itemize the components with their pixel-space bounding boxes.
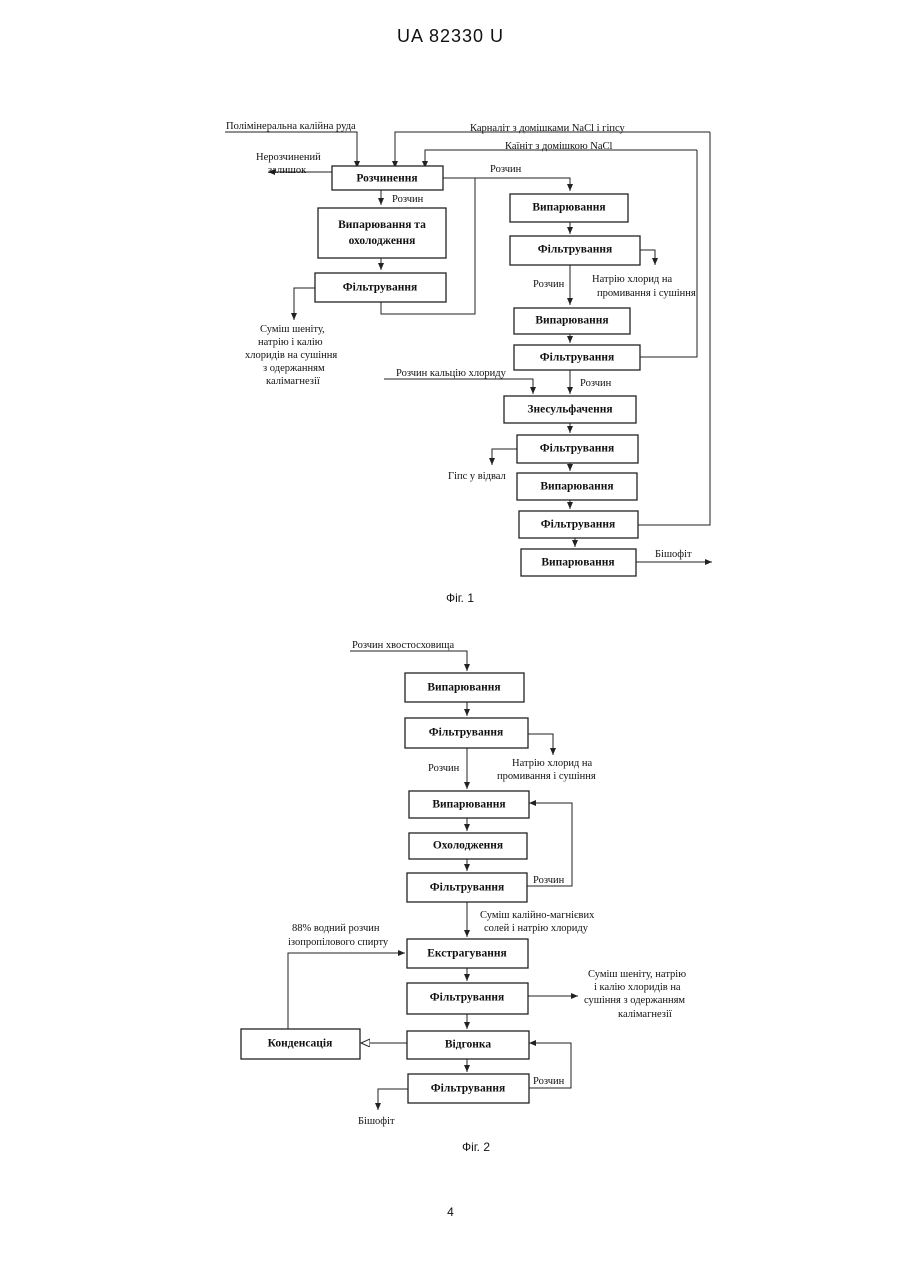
fig1-label-ore: Полімінеральна калійна руда <box>226 121 356 132</box>
fig2-box-filtration-1: Фільтрування <box>405 718 528 748</box>
fig1-box-filtration-1: Фільтрування <box>510 236 640 265</box>
svg-text:Охолодження: Охолодження <box>433 840 503 852</box>
fig1-box-evaporation-2: Випарювання <box>514 308 630 334</box>
svg-text:Випарювання: Випарювання <box>532 202 605 214</box>
svg-text:Фільтрування: Фільтрування <box>343 282 417 294</box>
fig2-label-solution-1: Розчин <box>428 763 460 774</box>
fig2-label-mix-3: сушіння з одержанням <box>584 995 685 1006</box>
fig2-label-tailings: Розчин хвостосховища <box>352 640 454 651</box>
page-number: 4 <box>0 1205 901 1219</box>
fig1-label-nacl-1: Натрію хлорид на <box>592 274 673 285</box>
svg-text:Випарювання: Випарювання <box>427 682 500 694</box>
fig2-label-nacl-2: промивання і сушіння <box>497 771 596 782</box>
fig2-label-ipa-1: 88% водний розчин <box>292 923 380 934</box>
fig2-box-extraction: Екстрагування <box>407 939 528 968</box>
fig2-label-nacl-1: Натрію хлорид на <box>512 758 593 769</box>
fig1-label-residue-1: Нерозчинений <box>256 152 321 163</box>
svg-text:Випарювання: Випарювання <box>540 481 613 493</box>
fig1-label-bischofite: Бішофіт <box>655 549 692 560</box>
fig2-box-evaporation-1: Випарювання <box>405 673 524 702</box>
fig1-box-dissolution: Розчинення <box>332 166 443 190</box>
figure-1: Розчинення Випарювання таохолодження Філ… <box>225 121 712 576</box>
fig2-box-evaporation-2: Випарювання <box>409 791 529 818</box>
svg-text:Фільтрування: Фільтрування <box>430 992 504 1004</box>
svg-text:Конденсація: Конденсація <box>268 1038 333 1050</box>
fig1-box-desulfation: Знесульфачення <box>504 396 636 423</box>
fig2-box-filtration-3: Фільтрування <box>407 983 528 1014</box>
figure-2: Випарювання Фільтрування Випарювання Охо… <box>241 640 686 1127</box>
svg-text:Знесульфачення: Знесульфачення <box>527 404 612 416</box>
fig1-box-filtration-left: Фільтрування <box>315 273 446 302</box>
fig1-label-cacl: Розчин кальцію хлориду <box>396 368 507 379</box>
svg-text:Фільтрування: Фільтрування <box>429 727 503 739</box>
fig2-label-solution-3: Розчин <box>533 1076 565 1087</box>
fig1-label-kainite: Каїніт з домішкою NaCl <box>505 141 613 152</box>
fig1-label-solution-top: Розчин <box>490 164 522 175</box>
fig1-box-evaporation-cooling: Випарювання таохолодження <box>318 208 446 258</box>
svg-text:Випарювання: Випарювання <box>432 799 505 811</box>
svg-text:Відгонка: Відгонка <box>445 1039 491 1051</box>
fig1-label-solution-left: Розчин <box>392 194 424 205</box>
fig1-label-mix-1: Суміш шеніту, <box>260 324 325 335</box>
svg-text:Фільтрування: Фільтрування <box>538 244 612 256</box>
svg-text:Фільтрування: Фільтрування <box>540 443 614 455</box>
svg-text:Фільтрування: Фільтрування <box>430 882 504 894</box>
figure-1-caption: Фіг. 1 <box>410 591 510 605</box>
fig2-label-mix-4: калімагнезії <box>618 1009 672 1020</box>
fig1-box-filtration-2: Фільтрування <box>514 345 640 370</box>
svg-text:Фільтрування: Фільтрування <box>540 352 614 364</box>
fig1-box-filtration-4: Фільтрування <box>519 511 638 538</box>
fig2-label-salts-1: Суміш калійно-магнієвих <box>480 910 595 921</box>
fig1-label-mix-5: калімагнезії <box>266 376 320 387</box>
fig1-label-mix-2: натрію і калію <box>258 337 323 348</box>
fig2-label-mix-2: і калію хлоридів на <box>594 982 681 993</box>
fig1-box-evaporation-3: Випарювання <box>517 473 637 500</box>
svg-text:Екстрагування: Екстрагування <box>427 948 506 960</box>
fig2-box-filtration-4: Фільтрування <box>408 1074 529 1103</box>
fig1-box-filtration-3: Фільтрування <box>517 435 638 463</box>
svg-text:Фільтрування: Фільтрування <box>431 1083 505 1095</box>
fig1-label-solution-mid: Розчин <box>533 279 565 290</box>
fig2-label-salts-2: солей і натрію хлориду <box>484 923 589 934</box>
fig1-label-residue-2: залишок <box>268 165 307 176</box>
fig1-label-mix-4: з одержанням <box>263 363 325 374</box>
fig1-label-gypsum: Гіпс у відвал <box>448 471 506 482</box>
svg-text:Фільтрування: Фільтрування <box>541 519 615 531</box>
figure-2-caption: Фіг. 2 <box>426 1140 526 1154</box>
fig1-label-mix-3: хлоридів на сушіння <box>245 350 337 361</box>
fig1-box-evaporation-4: Випарювання <box>521 549 636 576</box>
svg-text:Випарювання: Випарювання <box>541 557 614 569</box>
fig2-label-bischofite: Бішофіт <box>358 1116 395 1127</box>
fig1-box-evaporation-1: Випарювання <box>510 194 628 222</box>
fig2-label-ipa-2: ізопропілового спирту <box>288 937 389 948</box>
fig1-label-nacl-2: промивання і сушіння <box>597 288 696 299</box>
fig2-box-distillation: Відгонка <box>407 1031 529 1059</box>
fig2-label-solution-2: Розчин <box>533 875 565 886</box>
fig2-label-mix-1: Суміш шеніту, натрію <box>588 969 686 980</box>
svg-text:Розчинення: Розчинення <box>356 173 417 185</box>
fig1-label-carnallite: Карналіт з домішками NaCl і гіпсу <box>470 123 626 134</box>
fig2-box-condensation: Конденсація <box>241 1029 360 1059</box>
fig2-box-filtration-2: Фільтрування <box>407 873 527 902</box>
fig2-box-cooling: Охолодження <box>409 833 527 859</box>
fig1-label-solution-low: Розчин <box>580 378 612 389</box>
svg-text:Випарювання: Випарювання <box>535 315 608 327</box>
